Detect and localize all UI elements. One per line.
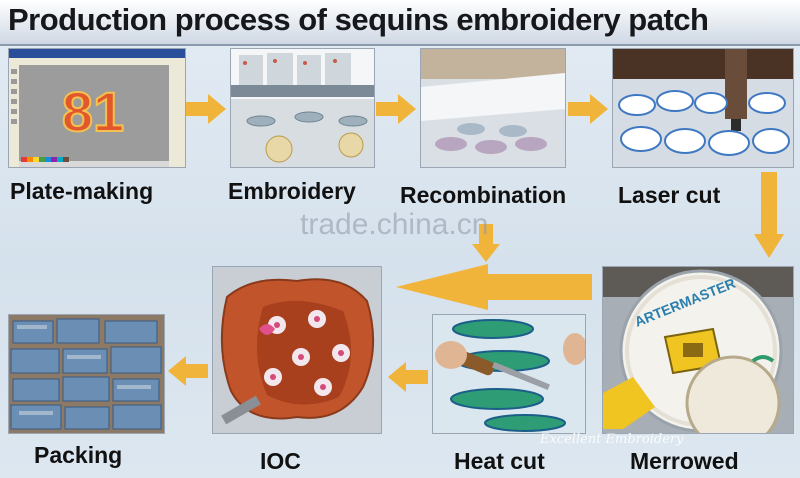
heat-cut-photo (432, 314, 586, 434)
label-laser-cut: Laser cut (618, 182, 721, 208)
laser-cut-photo (612, 48, 794, 168)
recombination-photo (420, 48, 566, 168)
packing-photo (8, 314, 165, 434)
signature-watermark: Excellent Embroidery (540, 432, 684, 447)
label-recombination: Recombination (400, 182, 567, 208)
arrow-right-2 (376, 94, 416, 129)
embroidery-photo (230, 48, 375, 168)
label-packing: Packing (34, 442, 123, 468)
watermark: trade.china.cn (300, 208, 489, 241)
label-plate-making: Plate-making (10, 178, 154, 204)
merrowed-photo: ARTERMASTER (602, 266, 794, 434)
arrow-right-3 (568, 94, 608, 129)
title-bar (0, 0, 800, 46)
arrow-down-right (754, 172, 784, 263)
label-ioc: IOC (260, 448, 301, 474)
plate-making-photo: 81 (8, 48, 186, 168)
arrow-down-small (472, 224, 500, 267)
arrow-right-1 (186, 94, 226, 129)
plate-number: 81 (62, 80, 124, 143)
arrow-left-2 (388, 362, 428, 397)
page-title: Production process of sequins embroidery… (8, 2, 709, 37)
ioc-photo (212, 266, 382, 434)
arrow-left-large (396, 264, 592, 315)
label-heat-cut: Heat cut (454, 448, 545, 474)
label-merrowed: Merrowed (630, 448, 739, 474)
arrow-left-1 (168, 356, 208, 391)
label-embroidery: Embroidery (228, 178, 356, 204)
